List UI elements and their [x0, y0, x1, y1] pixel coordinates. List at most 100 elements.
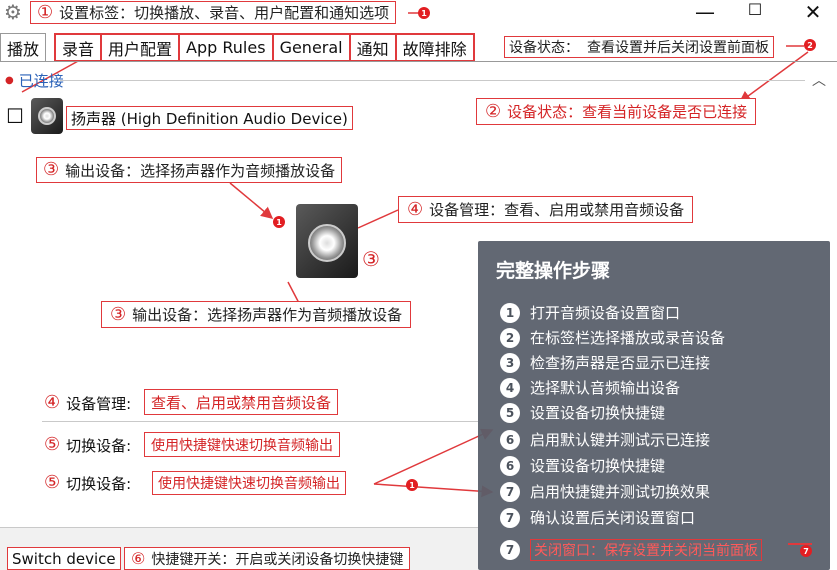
- callout-number: ②: [485, 100, 502, 122]
- device-name-box[interactable]: 扬声器 (High Definition Audio Device): [66, 106, 353, 130]
- marker-dot: 1: [418, 7, 430, 19]
- step-number: 4: [500, 377, 520, 398]
- row-value: 查看、启用或禁用音频设备: [151, 393, 332, 412]
- row-number: ④: [44, 392, 61, 413]
- step-number: 5: [500, 402, 520, 423]
- output-device-callout: ③ 输出设备：选择扬声器作为音频播放设备: [36, 157, 343, 183]
- step-item-close[interactable]: 7 关闭窗口：保存设置并关闭当前面板: [500, 539, 762, 561]
- callout-text: 设备状态：查看当前设备是否已连接: [507, 103, 748, 121]
- row-label: 切换设备:: [66, 474, 132, 493]
- close-icon[interactable]: ✕: [804, 0, 822, 24]
- row-number: ⑤: [44, 434, 61, 455]
- device-manage-row: ④ 设备管理:: [44, 391, 131, 415]
- steps-panel: 完整操作步骤 1 打开音频设备设置窗口 2 在标签栏选择播放或录音设备 3 检查扬声器…: [478, 241, 830, 570]
- marker-dot: 7: [800, 545, 812, 557]
- device-status-label: 设备状态：: [509, 40, 579, 56]
- arrow-output-to-speaker: [229, 182, 274, 219]
- step-text: 启用默认键并测试示已连接: [530, 431, 711, 449]
- step-text: 启用快捷键并测试切换效果: [530, 483, 711, 501]
- tab-notifications[interactable]: 通知: [348, 33, 397, 62]
- row-value: 使用快捷键快速切换音频输出: [158, 476, 340, 492]
- switch-device-label: Switch device: [12, 549, 116, 568]
- step-text: 选择默认音频输出设备: [530, 379, 681, 397]
- switch-device-row: ⑤ 切换设备:: [44, 433, 131, 457]
- step-text: 在标签栏选择播放或录音设备: [530, 329, 726, 347]
- row-number: ⑤: [44, 472, 61, 493]
- minimize-icon[interactable]: —: [695, 0, 715, 24]
- collapse-icon[interactable]: ︿: [812, 73, 826, 89]
- step-item: 1 打开音频设备设置窗口: [500, 302, 680, 323]
- step-item: 2 在标签栏选择播放或录音设备: [500, 327, 725, 348]
- step-number: 7: [500, 540, 520, 560]
- step-text: 设置设备切换快捷键: [530, 404, 666, 422]
- device-status-box: 设备状态： 查看设置并后关闭设置前面板: [504, 36, 774, 58]
- maximize-icon[interactable]: ☐: [747, 0, 763, 19]
- arrow-tab-to-connected: [21, 59, 81, 93]
- step-number: 7: [500, 481, 520, 502]
- tab-recording[interactable]: 录音: [54, 33, 103, 62]
- step-item: 3 检查扬声器是否显示已连接: [500, 352, 710, 373]
- switch-device-button[interactable]: Switch device: [7, 547, 121, 570]
- switch-device-box-2[interactable]: 使用快捷键快速切换音频输出: [152, 471, 346, 495]
- tab-app-rules[interactable]: App Rules: [178, 33, 274, 62]
- row-label: 切换设备:: [66, 436, 132, 455]
- step-text: 确认设置后关闭设置窗口: [530, 509, 696, 527]
- output-device-callout-bottom: ③ 输出设备：选择扬声器作为音频播放设备: [101, 301, 412, 328]
- row-divider: [42, 421, 478, 422]
- status-dot-icon: ●: [5, 75, 14, 86]
- step-text: 设置设备切换快捷键: [530, 457, 666, 475]
- annotation-number: ①: [37, 1, 54, 23]
- annotation-text: 设置标签：切换播放、录音、用户配置和通知选项: [59, 4, 390, 22]
- callout-text: 输出设备：选择扬声器作为音频播放设备: [132, 306, 403, 324]
- speaker-annotation-number: ③: [362, 247, 380, 271]
- gear-icon[interactable]: ⚙: [4, 0, 22, 24]
- speaker-large-icon[interactable]: [296, 204, 358, 278]
- step-item: 4 选择默认音频输出设备: [500, 377, 680, 398]
- marker-dot: 1: [406, 479, 418, 491]
- switch-device-box[interactable]: 使用快捷键快速切换音频输出: [144, 432, 340, 457]
- step-text: 关闭窗口：保存设置并关闭当前面板: [530, 539, 762, 561]
- tab-troubleshoot[interactable]: 故障排除: [394, 33, 475, 62]
- device-checkbox[interactable]: ☐: [6, 104, 24, 128]
- step-number: 2: [500, 327, 520, 348]
- tabs-annotation: ① 设置标签：切换播放、录音、用户配置和通知选项: [30, 1, 397, 24]
- step-item: 7 启用快捷键并测试切换效果: [500, 481, 710, 502]
- callout-text: 快捷键开关：开启或关闭设备切换快捷键: [151, 551, 404, 568]
- step-text: 检查扬声器是否显示已连接: [530, 354, 711, 372]
- arrow-manage-to-speaker: [357, 209, 399, 229]
- step-number: 3: [500, 352, 520, 373]
- marker-dot: 2: [804, 39, 816, 51]
- section-divider: [60, 80, 805, 81]
- callout-text: 输出设备：选择扬声器作为音频播放设备: [65, 161, 336, 180]
- device-manage-box[interactable]: 查看、启用或禁用音频设备: [144, 389, 339, 415]
- tab-playback[interactable]: 播放: [0, 33, 47, 62]
- connection-status: ● 已连接: [5, 70, 64, 91]
- device-manage-callout: ④ 设备管理：查看、启用或禁用音频设备: [398, 196, 694, 223]
- tab-divider: [0, 61, 837, 62]
- panel-title: 完整操作步骤: [496, 260, 611, 282]
- arrow-switch-to-step7: [373, 483, 494, 498]
- tab-user-profile[interactable]: 用户配置: [100, 33, 181, 62]
- step-number: 6: [500, 429, 520, 450]
- switch-device-row-2: ⑤ 切换设备:: [44, 471, 131, 495]
- step-item: 5 设置设备切换快捷键: [500, 402, 665, 423]
- step-number: 1: [500, 302, 520, 323]
- row-value: 使用快捷键快速切换音频输出: [151, 437, 333, 454]
- connection-status-text: 已连接: [18, 72, 64, 90]
- hotkey-toggle-callout: ⑥ 快捷键开关：开启或关闭设备切换快捷键: [124, 547, 411, 570]
- row-label: 设备管理:: [66, 394, 132, 413]
- device-status-description: 查看设置并后关闭设置前面板: [587, 40, 769, 56]
- marker-dot: 1: [273, 216, 285, 228]
- tab-general[interactable]: General: [271, 33, 351, 62]
- callout-text: 设备管理：查看、启用或禁用音频设备: [429, 201, 685, 219]
- callout-number: ⑥: [131, 548, 146, 568]
- step-item: 6 启用默认键并测试示已连接: [500, 429, 710, 450]
- speaker-small-icon: [31, 98, 63, 134]
- arrow-to-status-callout: [738, 51, 809, 103]
- step-text: 打开音频设备设置窗口: [530, 304, 681, 322]
- arrow-switch-to-step6: [373, 428, 494, 485]
- tab-bar: 播放 录音 用户配置 App Rules General 通知 故障排除: [0, 33, 475, 62]
